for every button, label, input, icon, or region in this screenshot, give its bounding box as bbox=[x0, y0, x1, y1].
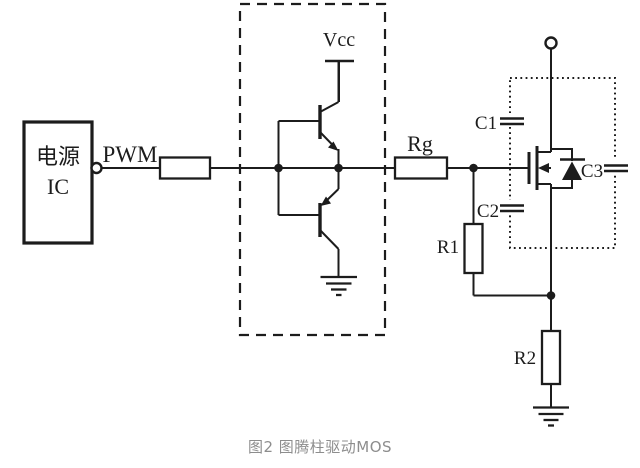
gate-resistor-rg bbox=[393, 156, 449, 180]
pwm-signal-label: PWM bbox=[103, 142, 158, 167]
capacitor-c2-label: C2 bbox=[477, 201, 499, 222]
schematic-canvas: 电源 IC PWM Vcc bbox=[22, 2, 631, 427]
resistor-r2 bbox=[540, 329, 562, 407]
npn-transistor-icon bbox=[318, 61, 340, 168]
pnp-transistor-icon bbox=[318, 168, 340, 277]
pwm-output-terminal-icon bbox=[90, 161, 103, 175]
r1-branch-wires bbox=[472, 168, 551, 297]
figure-caption: 图2 图腾柱驱动MOS bbox=[247, 438, 393, 456]
gate-resistor-label: Rg bbox=[407, 131, 433, 156]
capacitor-c3-label: C3 bbox=[581, 161, 603, 182]
ground-icon-source bbox=[533, 406, 569, 427]
drain-terminal-icon bbox=[544, 36, 558, 152]
resistor-r1-label: R1 bbox=[437, 237, 459, 258]
resistor-r1 bbox=[463, 222, 484, 275]
power-ic-box bbox=[22, 120, 94, 245]
vcc-label: Vcc bbox=[323, 29, 355, 51]
mosfet-symbol bbox=[527, 146, 552, 331]
junction-dots bbox=[274, 163, 556, 300]
power-ic-label-line2: IC bbox=[47, 174, 69, 199]
body-diode-icon bbox=[551, 148, 585, 189]
mosfet-parasitic-dotted-box bbox=[509, 77, 616, 249]
resistor-r2-label: R2 bbox=[514, 348, 536, 369]
capacitor-c3-icon bbox=[601, 160, 631, 174]
pwm-series-resistor bbox=[158, 156, 212, 180]
capacitor-c1-icon bbox=[497, 113, 527, 127]
capacitor-c1-label: C1 bbox=[475, 113, 497, 134]
power-ic-label-line1: 电源 bbox=[36, 144, 80, 169]
ground-icon-driver bbox=[320, 275, 357, 297]
capacitor-c2-icon bbox=[497, 200, 527, 214]
totem-pole-dashed-box bbox=[238, 2, 387, 337]
